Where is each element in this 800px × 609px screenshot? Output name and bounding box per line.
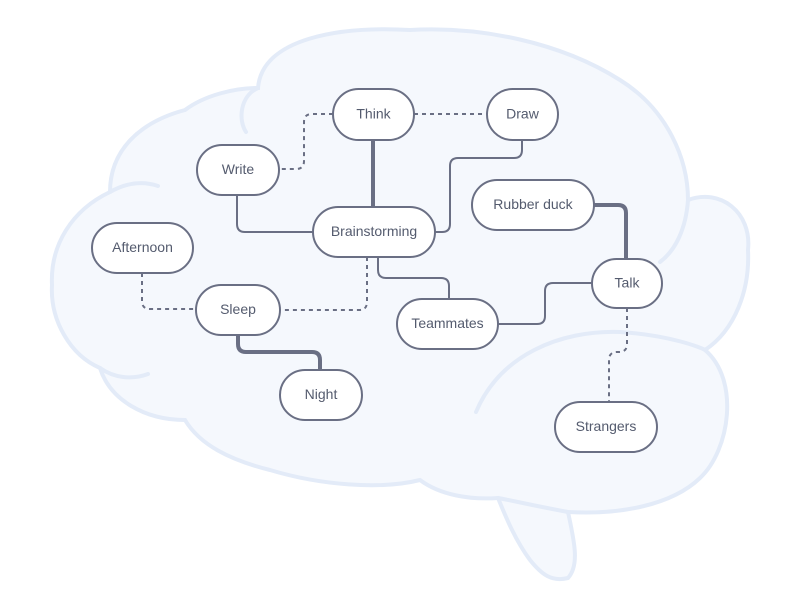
node-label-afternoon: Afternoon [112, 239, 173, 255]
nodes: Think Draw Write Brainstorming Rubber du… [91, 88, 663, 453]
brain-fold-lower-left [98, 366, 150, 380]
node-label-think: Think [356, 106, 391, 122]
connector-brainstorming-sleep [280, 257, 368, 311]
node-afternoon[interactable]: Afternoon [91, 222, 194, 274]
connector-think-write [280, 113, 333, 170]
node-label-talk: Talk [615, 275, 641, 291]
connector-brainstorming-teammates [377, 257, 450, 299]
connector-afternoon-sleep [141, 273, 196, 310]
node-label-teammates: Teammates [411, 315, 483, 331]
node-label-draw: Draw [506, 106, 540, 122]
brain-fold-right [658, 198, 690, 264]
node-strangers[interactable]: Strangers [554, 401, 658, 453]
node-label-night: Night [305, 386, 338, 402]
node-draw[interactable]: Draw [486, 88, 559, 141]
node-night[interactable]: Night [279, 369, 363, 421]
connector-talk-strangers [608, 308, 628, 402]
node-label-rubber-duck: Rubber duck [493, 196, 573, 212]
node-label-brainstorming: Brainstorming [331, 223, 417, 239]
node-teammates[interactable]: Teammates [396, 298, 499, 350]
connector-teammates-talk [498, 282, 592, 325]
brain-fold-top [239, 86, 260, 134]
node-brainstorming[interactable]: Brainstorming [312, 206, 436, 258]
node-sleep[interactable]: Sleep [195, 284, 281, 336]
node-label-write: Write [222, 161, 255, 177]
node-rubber-duck[interactable]: Rubber duck [471, 179, 595, 231]
connector-write-brainstorming [236, 195, 313, 233]
node-talk[interactable]: Talk [591, 258, 663, 309]
node-label-sleep: Sleep [220, 301, 256, 317]
brain-cerebellum [474, 329, 707, 414]
node-label-strangers: Strangers [576, 418, 637, 434]
node-write[interactable]: Write [196, 144, 280, 196]
connector-rubberduck-talk [594, 203, 628, 259]
brain-fold-left [108, 181, 160, 194]
node-think[interactable]: Think [332, 88, 415, 141]
connector-sleep-night [236, 335, 322, 370]
brain-stem [496, 496, 570, 514]
connectors [141, 113, 628, 402]
connector-draw-brainstorming [435, 140, 523, 233]
